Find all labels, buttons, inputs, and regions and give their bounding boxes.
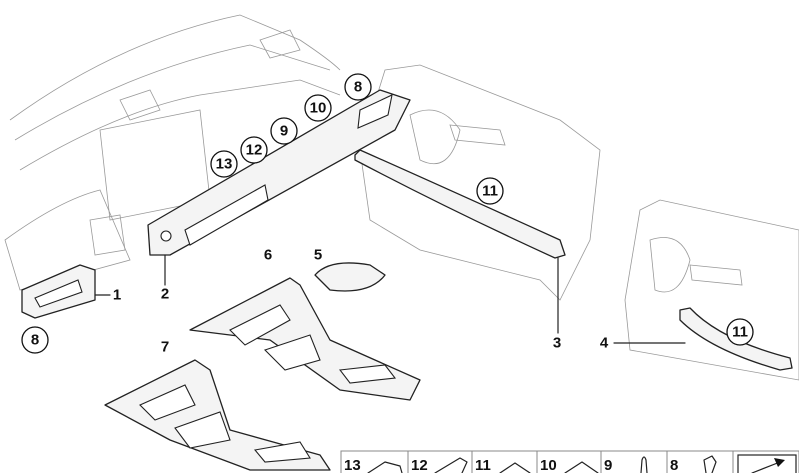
strip-10: 10 — [540, 457, 557, 473]
arrow-icon — [737, 454, 797, 473]
strip-13: 13 — [344, 457, 361, 473]
callout-10: 10 — [304, 94, 332, 122]
svg-text:11: 11 — [482, 183, 498, 200]
callout-3: 3 — [553, 335, 561, 352]
callout-2: 2 — [161, 286, 169, 303]
callout-8-left: 8 — [21, 326, 49, 354]
svg-text:10: 10 — [310, 100, 327, 117]
part-7-console-trim — [104, 359, 331, 471]
strip-9: 9 — [604, 457, 612, 473]
front-door-outline — [359, 64, 601, 301]
svg-text:8: 8 — [31, 332, 39, 349]
callout-6: 6 — [264, 247, 272, 264]
part-4-rear-trim — [613, 307, 793, 371]
part-1-trim — [21, 264, 111, 319]
parts-strip: 13 12 11 10 9 8 — [340, 450, 799, 473]
callout-9: 9 — [270, 117, 298, 145]
callout-5: 5 — [314, 247, 322, 264]
svg-text:9: 9 — [280, 123, 288, 140]
strip-12: 12 — [411, 457, 428, 473]
dashboard-outline — [4, 14, 341, 291]
rear-door-outline — [624, 199, 799, 381]
callout-7: 7 — [161, 339, 169, 356]
svg-text:13: 13 — [216, 156, 233, 173]
callout-11-door: 11 — [476, 177, 504, 205]
svg-text:12: 12 — [246, 142, 263, 159]
part-6-console-trim — [189, 277, 421, 401]
strip-11: 11 — [475, 457, 491, 473]
part-3-door-trim — [354, 149, 566, 334]
svg-text:11: 11 — [732, 324, 748, 341]
callout-11-rear: 11 — [726, 318, 754, 346]
callout-8-top: 8 — [344, 73, 372, 101]
strip-8: 8 — [670, 457, 678, 473]
callout-1: 1 — [113, 287, 121, 304]
part-5-cover — [314, 262, 386, 292]
svg-text:8: 8 — [354, 79, 362, 96]
callout-12: 12 — [240, 136, 268, 164]
callout-4: 4 — [600, 335, 609, 352]
part-2-dash-trim — [147, 89, 411, 286]
callout-13: 13 — [210, 150, 238, 178]
